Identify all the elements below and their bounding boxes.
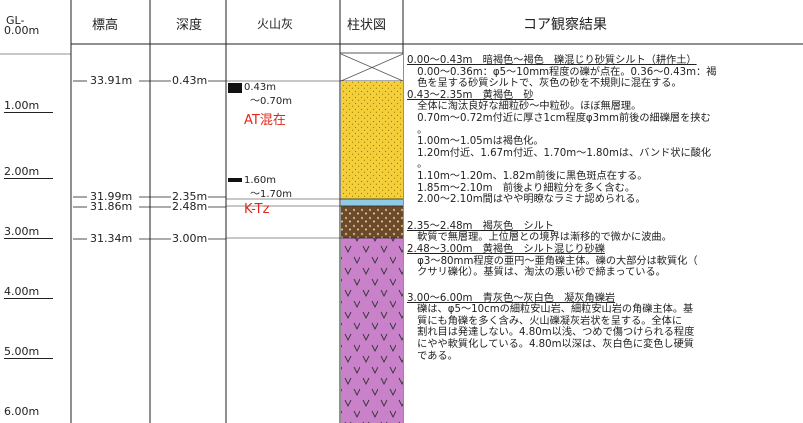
- observation-line: 0.43～2.35m 黄褐色 砂: [407, 89, 534, 101]
- depth-value: 2.48m: [172, 200, 208, 213]
- observation-line: φ3～80mm程度の亜円～亜角礫主体。礫の大部分は軟質化（: [407, 255, 698, 267]
- observation-line: 2.48～3.00m 黄褐色 シルト混じり砂礫: [407, 243, 605, 255]
- depth-label: 2.00m: [4, 165, 54, 179]
- observation-line: 0.00～0.36m：φ5～10mm程度の礫が点在。0.36～0.43m：褐: [407, 66, 717, 78]
- observation-line: 色を呈する砂質シルトで、灰色の砂を不規則に混在する。: [407, 78, 682, 90]
- volcanic-ash-column-header: 火山灰: [257, 17, 294, 31]
- elevation-depth-connectors: [73, 80, 226, 240]
- ash-layer-top: 1.60m: [244, 175, 277, 186]
- observation-line: 2.35～2.48m 褐灰色 シルト: [407, 220, 554, 232]
- observation-line: 質にも角礫を多く含み、火山礫凝灰岩状を呈する。全体に: [407, 315, 683, 327]
- depth-value: 3.00m: [172, 232, 208, 245]
- columnar-section-header: 柱状図: [347, 18, 387, 33]
- depth-label: 6.00m: [4, 405, 40, 418]
- observation-line: 1.20m付近、1.67m付近、1.70m～1.80mは、バンド状に酸化: [407, 147, 712, 159]
- gl-header: GL-: [6, 14, 25, 27]
- ash-layer-name: K-Tz: [244, 202, 270, 217]
- core-observation-header: コア観察結果: [523, 17, 607, 33]
- core-observation-text: 0.00～0.43m 暗褐色～褐色 礫混じり砂質シルト（耕作土） 0.00～0.…: [407, 55, 801, 362]
- observation-line: にやや軟質化している。4.80m以深は、灰白色に変色し硬質: [407, 339, 694, 351]
- depth-column-header: 深度: [176, 18, 203, 33]
- observation-line: 。: [407, 124, 428, 136]
- observation-line: 全体に淘汰良好な細粒砂～中粒砂。ほぼ無層理。: [407, 101, 642, 113]
- observation-line: クサリ礫化）。基質は、淘汰の悪い砂で締まっている。: [407, 267, 666, 279]
- observation-line: である。: [407, 350, 458, 362]
- ash-layer-bottom: ～0.70m: [250, 96, 293, 107]
- observation-line: [407, 279, 801, 293]
- observation-line: 1.10m～1.20m、1.82m前後に黒色斑点在する。: [407, 170, 648, 182]
- depth-label: 4.00m: [4, 285, 54, 299]
- observation-line: 割れ目は発達しない。4.80m以浅、つめで傷つけられる程度: [407, 327, 695, 339]
- elevation-value: 31.34m: [90, 232, 133, 245]
- ash-layer-top: 0.43m: [244, 82, 277, 93]
- elevation-column-header: 標高: [92, 18, 119, 33]
- depth-value: 0.43m: [172, 74, 208, 87]
- depth-label: 0.00m: [4, 24, 40, 37]
- observation-line: 。: [407, 159, 428, 171]
- observation-line: 0.70m～0.72m付近に厚さ1cm程度φ3mm前後の細礫層を挟む: [407, 112, 711, 124]
- observation-line: 軟質で無層理。上位層との境界は漸移的で微かに波曲。: [407, 232, 672, 244]
- observation-line: [407, 206, 801, 221]
- ash-layer-name: AT混在: [244, 113, 286, 128]
- observation-line: 0.00～0.43m 暗褐色～褐色 礫混じり砂質シルト（耕作土）: [407, 55, 697, 66]
- elevation-value: 31.86m: [90, 200, 133, 213]
- ash-layer-bottom: ～1.70m: [250, 189, 293, 200]
- depth-label: 5.00m: [4, 345, 54, 359]
- elevation-value: 31.99m: [90, 190, 133, 203]
- observation-line: 3.00～6.00m 青灰色～灰白色 凝灰角礫岩: [407, 292, 616, 304]
- depth-label: 1.00m: [4, 99, 54, 113]
- observation-line: 2.00～2.10m間はやや明瞭なラミナ認められる。: [407, 194, 646, 206]
- observation-line: 1.00m～1.05mは褐色化。: [407, 136, 544, 148]
- observation-line: 1.85m～2.10m 前後より細粒分を多く含む。: [407, 182, 636, 194]
- elevation-value: 33.91m: [90, 74, 133, 87]
- depth-label: 3.00m: [4, 225, 54, 239]
- observation-line: 礫は、φ5～10cmの細粒安山岩、細粒安山岩の角礫主体。基: [407, 304, 694, 316]
- depth-value: 2.35m: [172, 190, 208, 203]
